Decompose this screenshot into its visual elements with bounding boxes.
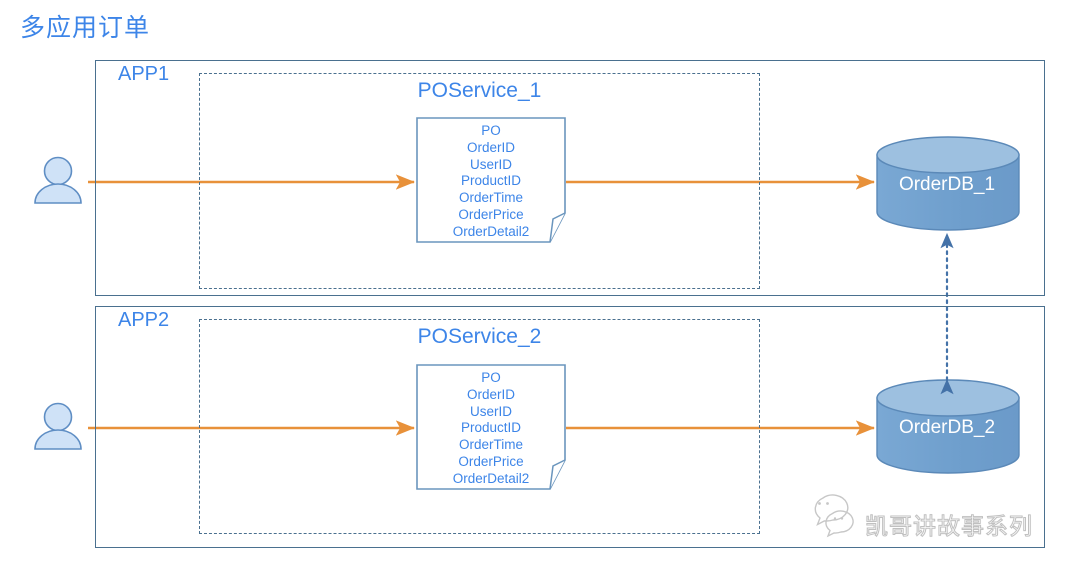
po-note-field: ProductID xyxy=(460,420,522,436)
po-note-field: OrderDetail2 xyxy=(452,470,530,486)
app-panel-label: APP1 xyxy=(118,63,170,85)
service-title: POService_1 xyxy=(417,79,542,102)
po-note-field: UserID xyxy=(469,156,512,172)
po-note-shape xyxy=(416,117,566,243)
po-note-field: OrderPrice xyxy=(458,453,524,469)
database-cylinder-orderdb-2 xyxy=(876,379,1020,474)
po-note-field-list: PO OrderID UserID ProductID OrderTime Or… xyxy=(417,370,565,488)
app-panel-app1 xyxy=(95,60,1045,296)
user-actor-icon xyxy=(34,156,82,204)
app-panel-app2 xyxy=(95,306,1045,548)
po-note-field: PO xyxy=(481,370,501,385)
database-label: OrderDB_2 xyxy=(898,417,996,438)
po-note: PO OrderID UserID ProductID OrderTime Or… xyxy=(417,365,565,489)
po-note-field-list: PO OrderID UserID ProductID OrderTime Or… xyxy=(417,123,565,241)
service-title: POService_2 xyxy=(417,325,542,348)
po-note-field: UserID xyxy=(469,403,512,419)
service-boundary-poservice-1 xyxy=(199,73,760,289)
watermark-text: 凯哥讲故事系列 xyxy=(865,513,1033,540)
app-panel-label: APP2 xyxy=(118,309,170,331)
service-boundary-poservice-2 xyxy=(199,319,760,534)
user-actor-icon xyxy=(34,402,82,450)
page-title: 多应用订单 xyxy=(20,14,151,42)
po-note-field: OrderDetail2 xyxy=(452,223,530,239)
po-note-field: OrderPrice xyxy=(458,206,524,222)
po-note-field: OrderID xyxy=(466,386,515,402)
po-note-shape xyxy=(416,364,566,490)
watermark: 凯哥讲故事系列 xyxy=(812,502,1060,546)
po-note: PO OrderID UserID ProductID OrderTime Or… xyxy=(417,118,565,242)
database-label: OrderDB_1 xyxy=(898,174,996,195)
po-note-field: OrderTime xyxy=(458,190,523,206)
po-note-field: ProductID xyxy=(460,173,522,189)
database-cylinder-orderdb-1 xyxy=(876,136,1020,231)
po-note-field: OrderTime xyxy=(458,437,523,453)
wechat-icon xyxy=(814,494,854,538)
po-note-field: PO xyxy=(481,123,501,138)
po-note-field: OrderID xyxy=(466,139,515,155)
